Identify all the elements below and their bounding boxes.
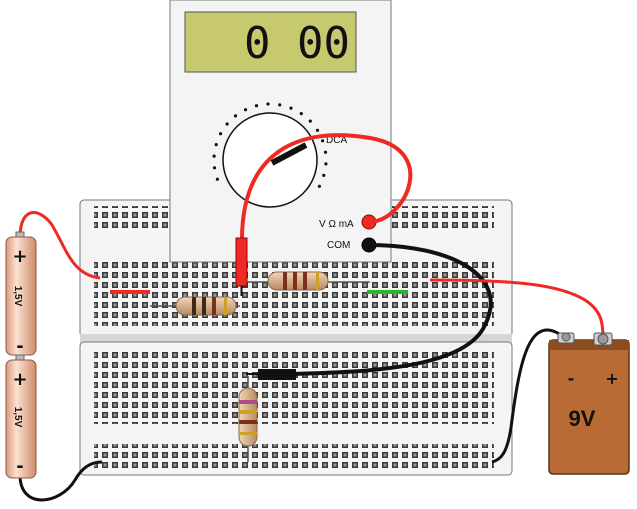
battery-minus-label: - bbox=[568, 369, 575, 388]
battery-terminal-plus[interactable] bbox=[593, 332, 613, 346]
resistor-2[interactable] bbox=[246, 271, 370, 291]
cell-bottom-minus: - bbox=[16, 456, 23, 477]
dial-dot bbox=[215, 177, 219, 181]
dial-dot bbox=[212, 154, 216, 158]
black-probe-lead bbox=[288, 243, 493, 376]
red-wire-battery bbox=[429, 278, 605, 339]
red-probe-lead bbox=[239, 133, 413, 247]
lcd-display bbox=[184, 11, 357, 73]
multimeter: 0 00 DCA V Ω mA COM bbox=[169, 0, 392, 263]
dial-dot bbox=[323, 150, 328, 154]
cell-top-plus: + bbox=[12, 246, 27, 267]
dial-dot bbox=[212, 166, 217, 170]
dial-dot bbox=[254, 104, 259, 108]
dial-dot bbox=[289, 106, 293, 110]
dial-pointer bbox=[270, 142, 308, 166]
cell-top: + 1,5V - bbox=[5, 231, 37, 357]
dial-dot bbox=[322, 173, 326, 177]
dial-dot bbox=[315, 128, 320, 132]
dial-label-dca: DCA bbox=[326, 135, 347, 146]
dial-dot bbox=[321, 139, 325, 143]
battery-9v: - + 9V bbox=[548, 332, 630, 475]
black-probe-tip[interactable] bbox=[258, 369, 296, 380]
dial-dot bbox=[317, 184, 321, 188]
resistor-3[interactable] bbox=[238, 376, 258, 462]
cell-top-minus: - bbox=[16, 336, 23, 357]
red-wire-cell bbox=[18, 211, 101, 280]
jack-label-com: COM bbox=[327, 240, 350, 251]
breadboard-lower bbox=[79, 341, 513, 476]
jack-label-v-ohm-ma: V Ω mA bbox=[319, 219, 354, 230]
battery-terminal-minus[interactable] bbox=[557, 332, 575, 344]
battery-plus-label: + bbox=[605, 369, 618, 388]
cell-bottom: + 1,5V - bbox=[5, 354, 37, 479]
red-probe-tip[interactable] bbox=[235, 237, 248, 287]
dial-dot bbox=[308, 119, 312, 123]
dial-dot bbox=[219, 132, 223, 136]
terminal-strip-bottom bbox=[94, 352, 494, 424]
cell-top-voltage: 1,5V bbox=[12, 286, 23, 307]
black-wire-battery bbox=[491, 328, 566, 464]
dial-dot bbox=[299, 112, 303, 116]
dial-dot bbox=[266, 102, 270, 106]
black-wire-cell bbox=[18, 460, 103, 502]
dial-dot bbox=[214, 143, 218, 147]
lcd-reading: 0 00 bbox=[244, 18, 350, 69]
dial-dot bbox=[278, 103, 282, 107]
battery-voltage-label: 9V bbox=[569, 406, 596, 431]
dial-dots bbox=[212, 102, 328, 188]
dial-dot bbox=[243, 108, 248, 112]
cell-bottom-plus: + bbox=[12, 369, 27, 390]
resistor-1[interactable] bbox=[150, 296, 240, 316]
cell-bottom-voltage: 1,5V bbox=[12, 407, 23, 428]
dial-dot bbox=[324, 162, 328, 166]
breadboard-channel bbox=[80, 334, 512, 344]
power-rail-bottom bbox=[94, 444, 494, 470]
dial-dot bbox=[225, 122, 229, 126]
dial-dot bbox=[233, 114, 238, 118]
